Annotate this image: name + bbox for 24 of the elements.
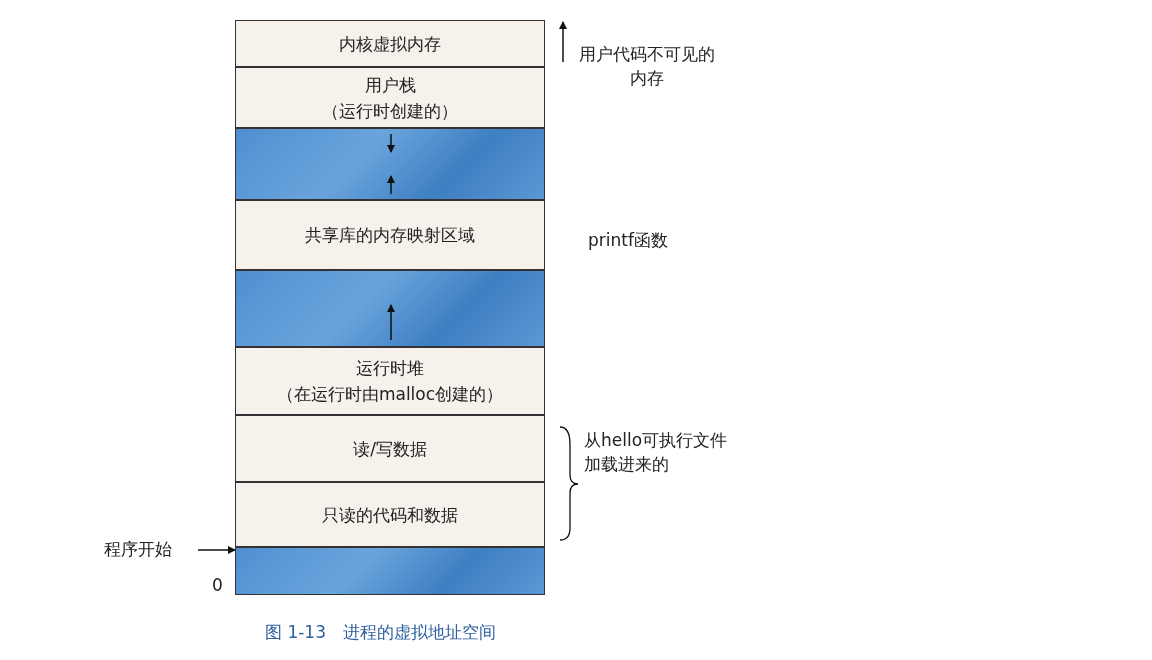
note-text: 从hello可执行文件加载进来的 [584, 429, 729, 476]
start-label: 程序开始 [104, 537, 196, 561]
memory-segment [235, 347, 545, 415]
function-label: printf函数 [588, 229, 669, 252]
free-region [235, 270, 545, 347]
segment-note: （在运行时由malloc创建的） [276, 383, 504, 406]
segment-label: 用户栈 [364, 73, 416, 97]
free-region [235, 128, 545, 200]
arrow [197, 546, 236, 554]
segment-label: 运行时堆 [356, 357, 424, 380]
memory-segment [235, 200, 545, 270]
segment-label: 共享库的内存映射区域 [305, 224, 475, 247]
memory-segment [235, 67, 545, 128]
segment-note: （运行时创建的） [322, 99, 458, 123]
free-region [235, 547, 545, 595]
memory-segment [235, 415, 545, 482]
figure-caption: 图 1-13 进程的虚拟地址空间 [265, 621, 496, 644]
note-text: 用户代码不可见的内存 [578, 43, 716, 90]
address-label: 0 [212, 574, 224, 597]
memory-segment [235, 482, 545, 547]
segment-label: 内核虚拟内存 [339, 32, 441, 56]
segment-label: 读/写数据 [353, 437, 427, 461]
segment-label: 只读的代码和数据 [322, 503, 458, 527]
memory-segment [235, 20, 545, 67]
